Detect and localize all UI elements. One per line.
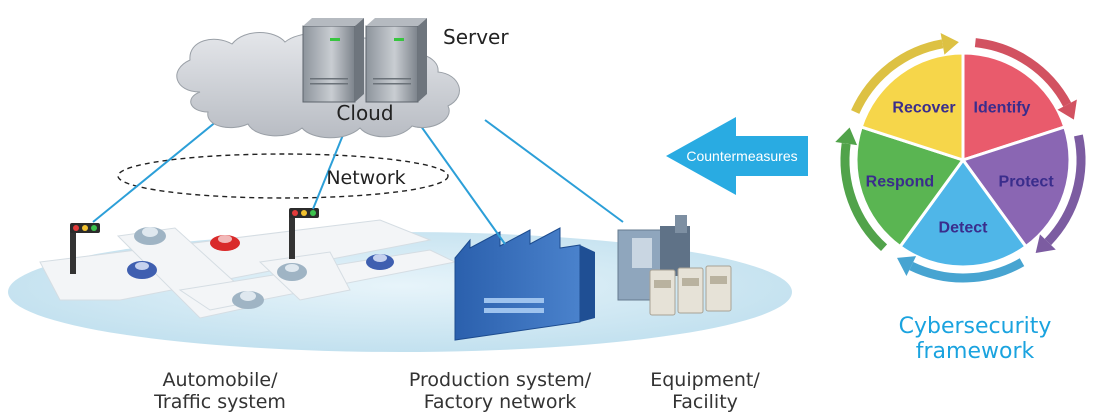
server-icon bbox=[365, 18, 427, 103]
countermeasures-label: Countermeasures bbox=[686, 148, 797, 164]
wheel-arrowhead bbox=[897, 256, 917, 276]
wheel-arrow-arc bbox=[909, 258, 1025, 283]
cybersecurity-framework-label: Cybersecurity framework bbox=[898, 314, 1052, 364]
wheel-arrow-arc bbox=[1044, 134, 1086, 246]
wheel-label-protect: Protect bbox=[999, 174, 1055, 191]
wheel-arrow-arc bbox=[840, 142, 888, 252]
wheel-arrow-arc bbox=[974, 38, 1072, 107]
wheel-segment-recover bbox=[859, 51, 965, 163]
wheel-label-detect: Detect bbox=[939, 219, 989, 236]
wheel-arrowhead bbox=[940, 32, 959, 55]
wheel-segment-protect bbox=[960, 125, 1072, 249]
network-links bbox=[92, 111, 624, 245]
wheel-label-identify: Identify bbox=[974, 99, 1031, 116]
network-boundary bbox=[117, 153, 449, 199]
car-icon bbox=[210, 235, 240, 251]
wheel-arrow-arc bbox=[851, 39, 944, 114]
wheel-label-respond: Respond bbox=[866, 174, 934, 191]
server-icon bbox=[302, 18, 364, 103]
network-label: Network bbox=[326, 167, 405, 189]
equipment-facility-icon bbox=[617, 215, 732, 316]
car-icon bbox=[127, 261, 157, 279]
cloud-label: Cloud bbox=[336, 101, 393, 125]
wheel-arrowhead bbox=[1035, 234, 1056, 253]
wheel-segment-identify bbox=[961, 51, 1067, 163]
traffic-light-icon bbox=[70, 223, 100, 274]
production-factory-label: Production system/ Factory network bbox=[408, 369, 592, 413]
traffic-light-icon bbox=[289, 208, 319, 259]
car-icon bbox=[134, 227, 166, 245]
car-icon bbox=[232, 291, 264, 309]
equipment-facility-label: Equipment/ Facility bbox=[650, 369, 760, 413]
wheel-label-recover: Recover bbox=[892, 99, 955, 116]
cars bbox=[127, 227, 394, 309]
wheel-arrowhead bbox=[835, 127, 858, 146]
car-icon bbox=[277, 263, 307, 281]
automobile-traffic-label: Automobile/ Traffic system bbox=[154, 369, 286, 413]
factory-icon bbox=[454, 227, 595, 341]
car-icon bbox=[366, 254, 394, 270]
wheel-arrowhead bbox=[1057, 99, 1077, 120]
server-label: Server bbox=[443, 25, 509, 49]
countermeasures-arrow bbox=[666, 117, 808, 195]
wheel-segment-detect bbox=[898, 157, 1028, 269]
wheel-segment-respond bbox=[854, 125, 966, 249]
